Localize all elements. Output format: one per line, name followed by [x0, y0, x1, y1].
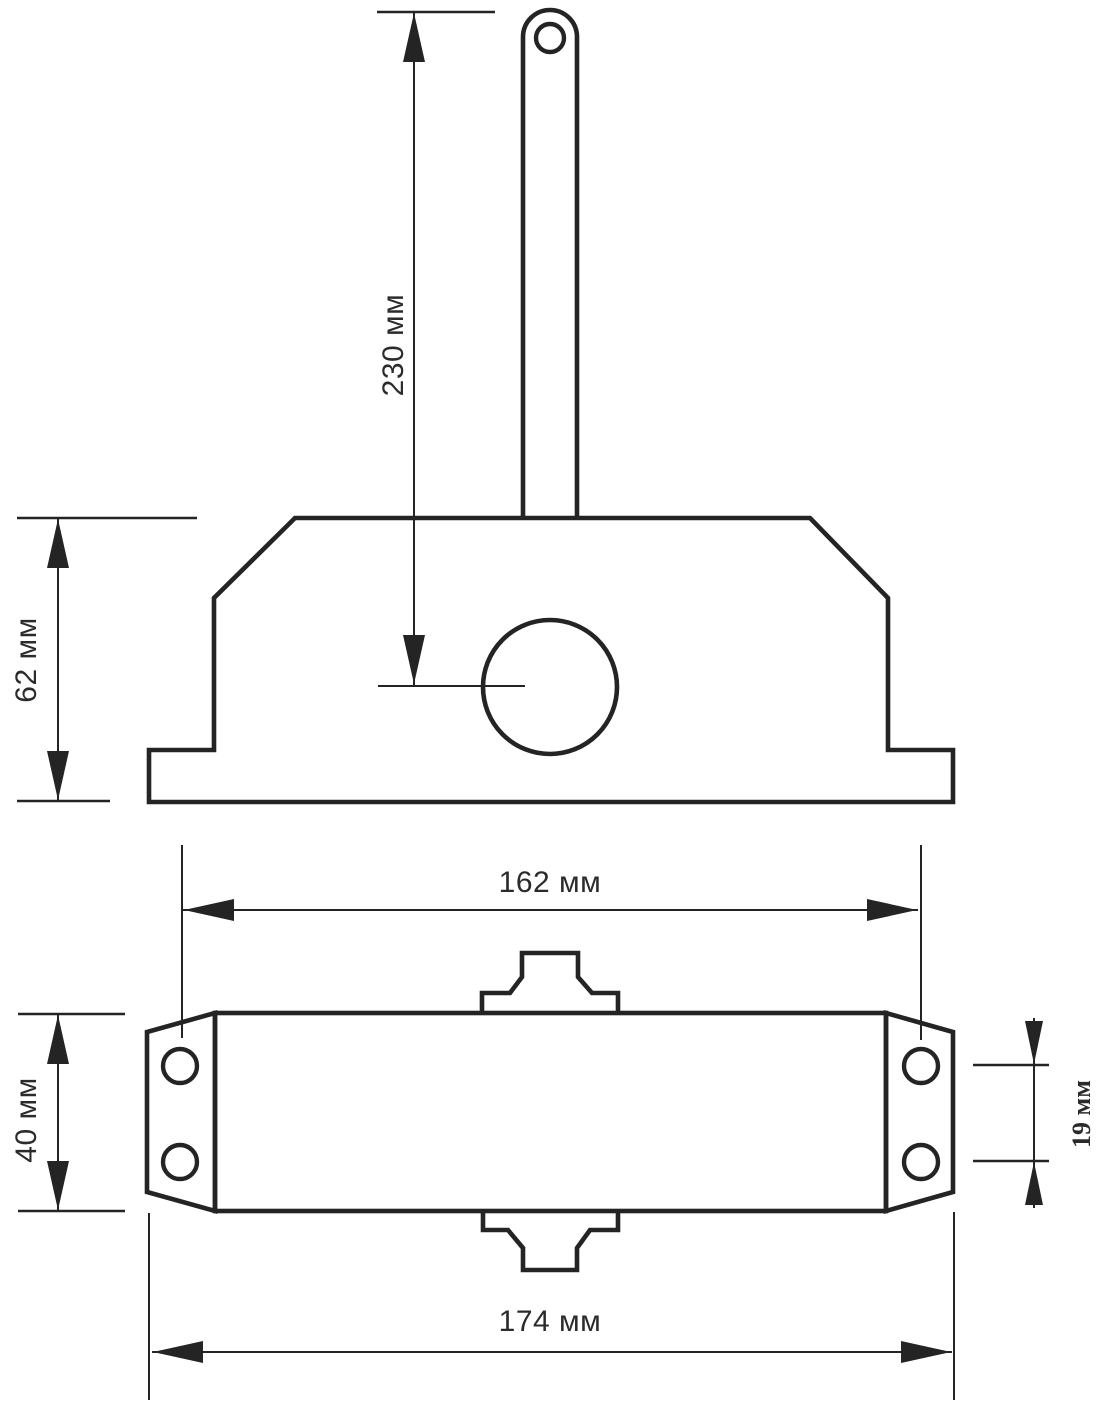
dim-230-arrow-down: [403, 635, 425, 684]
dimension-162: 162 мм: [181, 845, 922, 1040]
dimension-62: 62 мм: [10, 516, 197, 803]
dim-230-label: 230 мм: [377, 294, 410, 397]
left-mount-plate: [144, 1009, 218, 1215]
dimension-174: 174 мм: [148, 1212, 955, 1400]
dim-162-arrow-left: [184, 899, 234, 921]
dim-19-arrow-down: [1025, 1021, 1043, 1064]
left-mount-hole-bottom: [160, 1142, 200, 1182]
dim-174-arrow-left: [153, 1341, 203, 1363]
right-mount-hole-top: [901, 1046, 941, 1086]
dimension-19: 19 мм: [973, 1018, 1096, 1208]
dim-62-arrow-down: [47, 751, 69, 800]
closer-body-side: [212, 1010, 889, 1214]
dim-62-arrow-up: [47, 519, 69, 568]
closer-arm: [520, 7, 580, 518]
dim-19-arrow-up: [1025, 1162, 1043, 1205]
dim-62-label: 62 мм: [10, 617, 43, 702]
dim-40-label: 40 мм: [10, 1077, 43, 1162]
arm-pivot-hole: [533, 21, 567, 55]
dim-162-label: 162 мм: [499, 866, 602, 899]
dim-174-arrow-right: [901, 1341, 951, 1363]
dim-230-arrow-up: [403, 13, 425, 62]
left-mount-hole-top: [160, 1046, 200, 1086]
dim-40-arrow-up: [47, 1015, 69, 1064]
dim-162-arrow-right: [867, 899, 917, 921]
top-pinion-boss: [479, 950, 621, 1013]
right-mount-plate: [883, 1009, 956, 1215]
dimension-40: 40 мм: [10, 1012, 125, 1213]
dimension-230: 230 мм: [377, 10, 495, 685]
closer-body-outline: [146, 515, 956, 805]
dim-40-arrow-down: [47, 1161, 69, 1210]
dim-19-label: 19 мм: [1067, 1080, 1096, 1148]
side-view: 162 мм 40 мм 19 мм 174 мм: [10, 845, 1096, 1400]
top-view: 230 мм 62 мм: [10, 7, 956, 805]
bottom-pinion-boss: [480, 1211, 621, 1273]
right-mount-hole-bottom: [901, 1142, 941, 1182]
dim-174-label: 174 мм: [499, 1305, 602, 1338]
